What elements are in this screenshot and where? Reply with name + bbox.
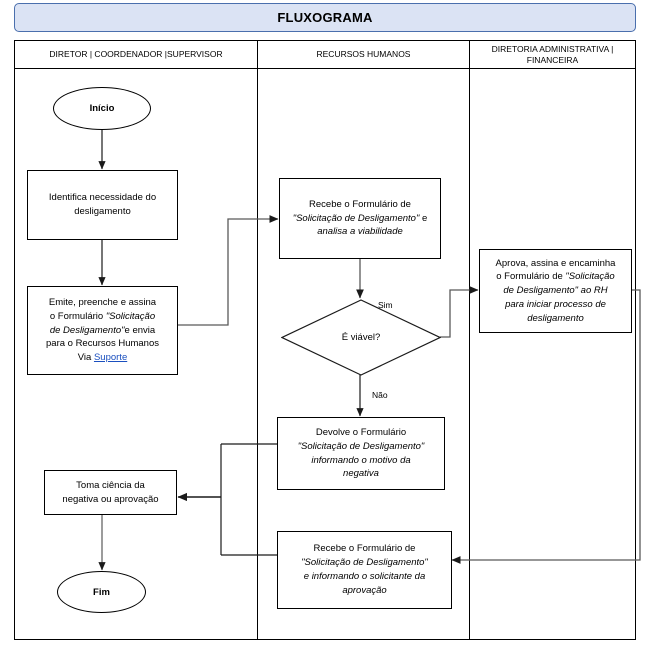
- lane-header-diretor-label: DIRETOR | COORDENADOR |SUPERVISOR: [49, 49, 223, 60]
- node-identifica-line2: desligamento: [74, 206, 131, 217]
- page-title: FLUXOGRAMA: [277, 10, 373, 25]
- node-aprova-line4-italic: para iniciar processo de: [505, 298, 606, 310]
- lane-header-diretor: DIRETOR | COORDENADOR |SUPERVISOR: [15, 40, 257, 69]
- node-emite-line5: Via: [77, 352, 94, 364]
- decision-diamond-shape: [281, 299, 441, 376]
- node-recebe-analisa[interactable]: Recebe o Formulário de "Solicitação de D…: [279, 178, 441, 259]
- node-end-label: Fim: [93, 586, 110, 598]
- diagram-title-banner: FLUXOGRAMA: [14, 3, 636, 32]
- node-toma-ciencia[interactable]: Toma ciência da negativa ou aprovação: [44, 470, 177, 515]
- node-recebe-informa-line1: Recebe o Formulário de: [313, 543, 416, 555]
- lane-header-rh-label: RECURSOS HUMANOS: [316, 49, 411, 60]
- node-aprova-line2: o Formulário de: [496, 271, 566, 283]
- swimlane-header-row: [14, 40, 636, 69]
- lane-divider-2: [469, 40, 470, 640]
- node-decisao-label: É viável?: [341, 332, 381, 343]
- node-identifica-necessidade[interactable]: Identifica necessidade do desligamento: [27, 170, 178, 240]
- lane-header-diretoria: DIRETORIA ADMINISTRATIVA | FINANCEIRA: [470, 40, 635, 69]
- lane-header-diretoria-label: DIRETORIA ADMINISTRATIVA | FINANCEIRA: [491, 43, 614, 65]
- node-aprova-line1: Aprova, assina e encaminha: [495, 257, 616, 269]
- node-devolve-line3-italic: informando o motivo da: [311, 454, 411, 466]
- node-emite-line2: o Formulário: [49, 310, 106, 322]
- node-start-label: Início: [89, 103, 115, 114]
- node-decisao-viavel[interactable]: É viável?: [281, 299, 441, 376]
- node-recebe-analisa-line1: Recebe o Formulário de: [309, 198, 411, 210]
- node-devolve-formulario[interactable]: Devolve o Formulário "Solicitação de Des…: [277, 417, 445, 490]
- node-emite-formulario[interactable]: Emite, preenche e assina o Formulário "S…: [27, 286, 178, 375]
- node-recebe-informa-aprovacao[interactable]: Recebe o Formulário de "Solicitação de D…: [277, 531, 452, 609]
- node-devolve-line1: Devolve o Formulário: [315, 426, 407, 438]
- edge-label-sim: Sim: [378, 300, 393, 310]
- node-recebe-analisa-line2-italic: "Solicitação de Desligamento": [292, 212, 420, 224]
- node-emite-line4: para o Recursos Humanos: [46, 338, 159, 350]
- node-emite-line1: Emite, preenche e assina: [48, 297, 157, 309]
- node-recebe-analisa-line3-italic: analisa a viabilidade: [317, 226, 403, 238]
- node-aprova-line5-italic: desligamento: [527, 312, 584, 324]
- node-devolve-line2-italic: "Solicitação de Desligamento": [297, 440, 425, 452]
- node-start[interactable]: Início: [53, 87, 151, 130]
- node-emite-line3-italic: de Desligamento": [49, 324, 125, 336]
- node-emite-line2-italic: "Solicitação: [105, 310, 156, 322]
- node-recebe-informa-line2-italic: "Solicitação de Desligamento": [301, 557, 428, 569]
- node-recebe-informa-line4-italic: aprovação: [342, 584, 387, 596]
- node-identifica-line1: Identifica necessidade do: [48, 192, 157, 204]
- node-end[interactable]: Fim: [57, 571, 146, 613]
- node-aprova-line2-italic: "Solicitação: [565, 271, 615, 283]
- node-aprova-line3-italic: de Desligamento" ao RH: [503, 285, 608, 297]
- lane-divider-1: [257, 40, 258, 640]
- lane-header-rh: RECURSOS HUMANOS: [258, 40, 469, 69]
- suporte-link[interactable]: Suporte: [93, 352, 128, 364]
- node-toma-ciencia-line1: Toma ciência da: [76, 479, 145, 491]
- node-aprova-assina[interactable]: Aprova, assina e encaminha o Formulário …: [479, 249, 632, 333]
- edge-label-nao: Não: [372, 390, 388, 400]
- node-devolve-line4-italic: negativa: [343, 468, 379, 480]
- node-recebe-informa-line3-italic: e informando o solicitante da: [303, 571, 426, 582]
- node-recebe-analisa-line2: e: [419, 212, 428, 224]
- node-emite-line3: e envia: [124, 324, 156, 336]
- node-toma-ciencia-line2: negativa ou aprovação: [62, 493, 159, 505]
